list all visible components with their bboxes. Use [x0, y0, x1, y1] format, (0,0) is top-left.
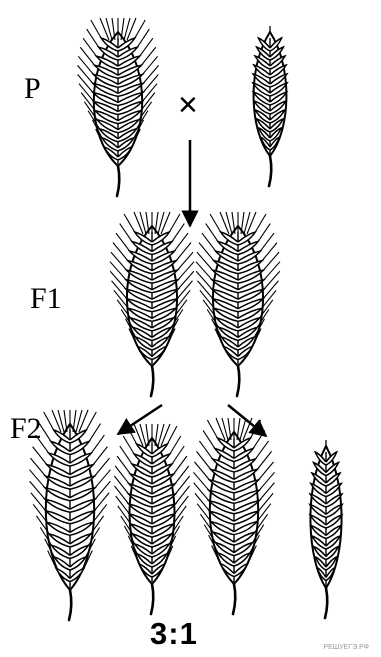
spike-f2-2-awned-icon	[114, 424, 189, 614]
cross-symbol: ×	[178, 88, 198, 122]
generation-label-p: P	[24, 72, 41, 106]
spike-parent-2-awnless-icon	[253, 26, 287, 186]
spike-f1-2-awned-icon	[196, 212, 280, 396]
spike-parent-1-awned-icon	[77, 18, 158, 196]
generation-label-f1: F1	[30, 282, 62, 316]
segregation-ratio: 3:1	[150, 616, 198, 652]
spike-f2-3-awned-icon	[193, 418, 274, 614]
arrow-f1-to-f2-left	[118, 405, 162, 434]
spike-f2-4-awnless-icon	[310, 440, 342, 618]
spike-f1-1-awned-icon	[110, 212, 194, 396]
generation-label-f2: F2	[10, 412, 42, 446]
watermark: РЕШУЕГЭ.РФ	[323, 644, 369, 651]
